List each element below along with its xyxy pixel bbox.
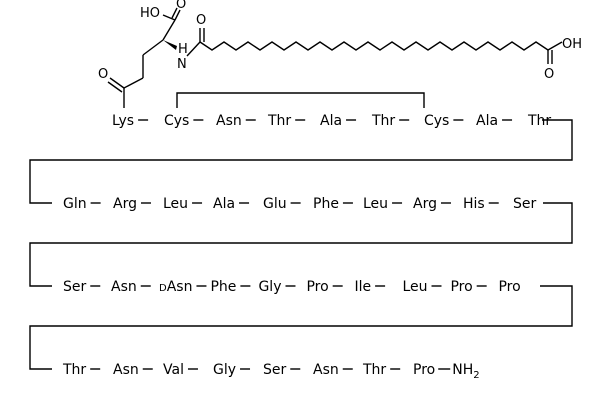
row-connector-1 (29, 119, 573, 204)
residue-pro: Pro (413, 362, 435, 378)
row-connector-3 (29, 285, 573, 370)
residue-ala: Ala (320, 113, 342, 129)
residue-thr: Thr (371, 113, 395, 129)
residue-lys: Lys (112, 113, 134, 129)
residue-ala: Ala (476, 113, 498, 129)
residue-ser: Ser (63, 279, 87, 295)
residue-thr: Thr (62, 362, 86, 378)
residue-pro: Pro (498, 279, 520, 295)
lipid-glutamate-structure: HO O H N O O OH O (98, 0, 582, 108)
residue-gly: Gly (258, 279, 281, 295)
atom-label-amide-o: O (196, 13, 206, 28)
atom-label-o: O (176, 0, 186, 12)
residue-arg: Arg (413, 196, 437, 212)
bond (109, 77, 125, 89)
disulfide-bridge (176, 92, 425, 108)
residue-pro: Pro (306, 279, 328, 295)
residue-pro: Pro (450, 279, 472, 295)
residue-arg: Arg (113, 196, 137, 212)
d-prefix: D (159, 283, 167, 294)
residue-ala: Ala (213, 196, 235, 212)
bond (142, 39, 164, 56)
atom-label-h: H (178, 42, 188, 57)
residue-ser: Ser (263, 362, 287, 378)
atom-label-terminal-oh: OH (562, 37, 582, 52)
residue-thr: Thr (362, 362, 386, 378)
bond (123, 77, 144, 89)
fatty-acid-chain (199, 41, 549, 51)
residue-val: Val (163, 362, 184, 378)
residue-cys: Cys (424, 113, 449, 129)
bond (174, 9, 181, 21)
residue-gly: Gly (213, 362, 236, 378)
residue-asn: Asn (313, 362, 339, 378)
residue-ile: Ile (354, 279, 371, 295)
residue-asn: Asn (113, 362, 139, 378)
residue-name: Asn (167, 279, 193, 295)
residue-leu: Leu (363, 196, 388, 212)
residue-cys: Cys (164, 113, 189, 129)
bond (107, 81, 123, 93)
row-connector-2 (29, 202, 573, 287)
bond (547, 41, 563, 51)
residue-phe: Phe (210, 279, 236, 295)
residue-thr: Thr (527, 113, 551, 129)
residue-glu: Glu (263, 196, 287, 212)
residue-phe: Phe (313, 196, 339, 212)
bond (186, 41, 201, 57)
wedge-bond (163, 40, 177, 50)
atom-label-terminal-o: O (544, 67, 554, 82)
residue-thr: Thr (267, 113, 291, 129)
residue-his: His (463, 196, 485, 212)
atom-label-ho: HO (140, 6, 160, 21)
residue-gln: Gln (63, 196, 87, 212)
bond (162, 19, 176, 41)
residue-asn: Asn (216, 113, 242, 129)
bond (171, 7, 178, 19)
atom-label-n: N (177, 57, 187, 72)
bond (162, 14, 176, 21)
residue-leu: Leu (402, 279, 427, 295)
residue-ser: Ser (513, 196, 537, 212)
residue-asn: Asn (111, 279, 137, 295)
c-terminus-subscript: 2 (473, 370, 479, 381)
c-terminus-amide: NH2 (452, 362, 479, 381)
residue-asn: DAsn (159, 279, 192, 295)
atom-label-ketone-o: O (98, 67, 108, 82)
residue-leu: Leu (163, 196, 188, 212)
